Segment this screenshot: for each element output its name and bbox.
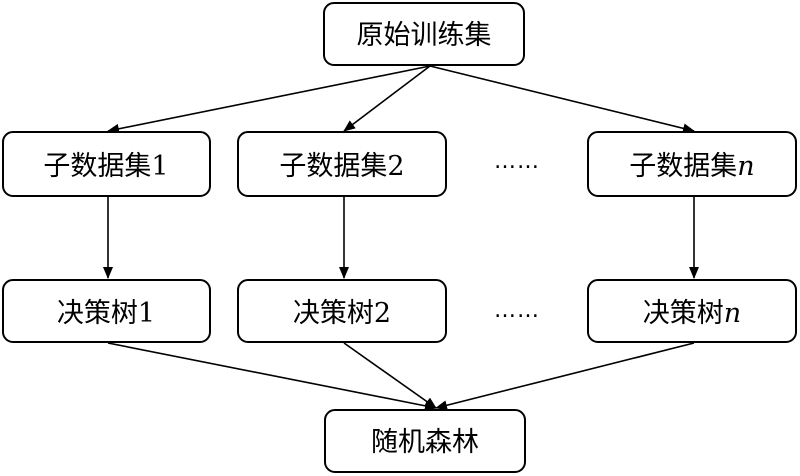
root-node: 原始训练集 [323,2,525,66]
tree-node-2: 决策树2 [237,279,447,343]
edge-tree-2-to-forest [343,342,437,409]
forest-node-label: 随机森林 [371,427,479,458]
edge-tree-n-to-forest [435,342,695,411]
tree-node-n: 决策树n [587,279,797,343]
tree-node-2-label: 决策树2 [293,298,391,329]
edge-root-to-subset-n [429,65,695,134]
forest-node: 随机森林 [324,409,526,473]
subset-node-n-label: 子数据集n [629,151,754,182]
edge-root-to-subset-2 [343,65,431,132]
tree-node-1: 决策树1 [2,279,211,343]
subset-node-2-label: 子数据集2 [279,151,404,182]
edge-tree-1-to-forest [107,342,437,411]
tree-ellipsis: …… [494,298,540,323]
subset-node-n: 子数据集n [587,131,797,197]
root-node-label: 原始训练集 [357,20,492,51]
tree-node-1-label: 决策树1 [57,298,155,329]
subset-node-1-label: 子数据集1 [43,151,168,182]
subset-node-1: 子数据集1 [2,131,211,197]
subset-ellipsis: …… [494,149,540,174]
edges [103,65,699,411]
subset-node-2: 子数据集2 [237,131,447,197]
tree-node-n-label: 决策树n [643,298,741,329]
edge-root-to-subset-1 [107,65,431,134]
